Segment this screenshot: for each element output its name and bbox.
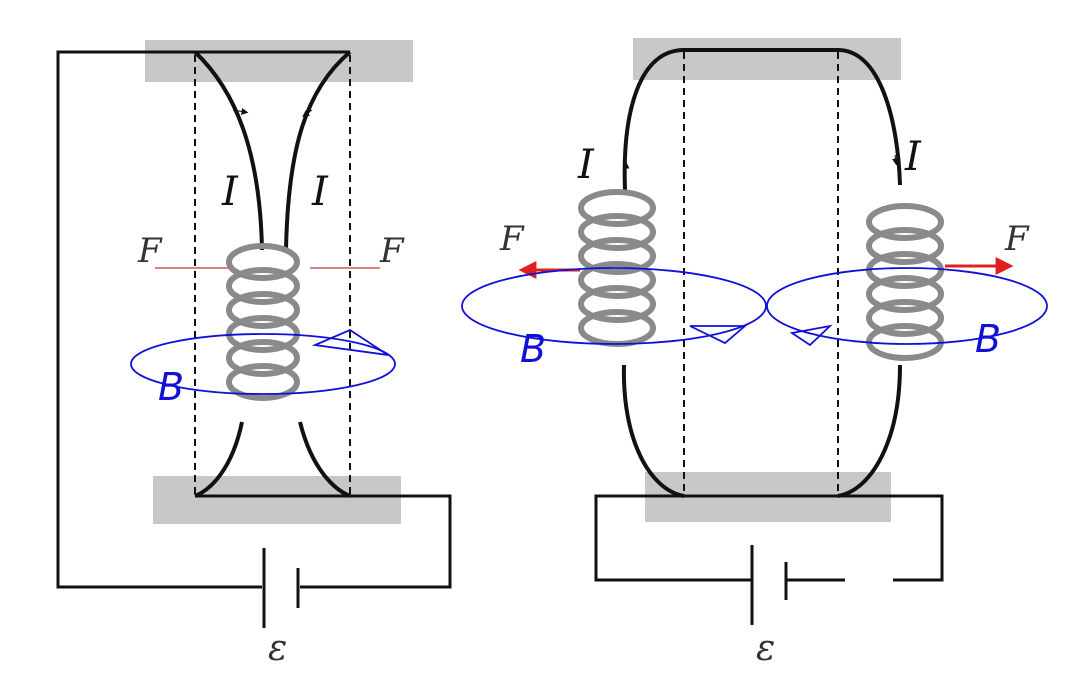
bottom-plate bbox=[153, 476, 401, 524]
top-plate bbox=[633, 38, 901, 80]
current-wire-right bbox=[284, 50, 352, 251]
field-label-left: B bbox=[520, 327, 546, 371]
current-wire-lower-right bbox=[837, 364, 902, 498]
current-wire-lower-left bbox=[621, 364, 685, 498]
current-arrow-right bbox=[892, 154, 899, 166]
force-label-left: F bbox=[137, 231, 163, 271]
return-wire bbox=[300, 494, 452, 589]
top-plate bbox=[145, 40, 413, 82]
current-wire-bottom-right bbox=[298, 421, 351, 498]
field-label: B bbox=[158, 365, 184, 409]
current-arrow-left bbox=[232, 107, 249, 115]
current-label-right: I bbox=[904, 134, 922, 180]
current-label-left: I bbox=[221, 169, 239, 215]
spring-left bbox=[226, 243, 300, 401]
force-label-right: F bbox=[1004, 219, 1030, 259]
force-label-right: F bbox=[379, 231, 405, 271]
current-label-right: I bbox=[311, 169, 329, 215]
field-loop-right bbox=[766, 267, 1048, 345]
field-label-right: B bbox=[975, 317, 1001, 361]
right-panel: I I F F B B ε bbox=[461, 38, 1048, 669]
spring-left bbox=[578, 189, 656, 347]
circuit-wire-left bbox=[594, 494, 752, 582]
field-loop-left bbox=[461, 267, 767, 345]
emf-label: ε bbox=[756, 628, 775, 669]
spring-right bbox=[866, 203, 944, 361]
force-label-left: F bbox=[499, 219, 525, 259]
emf-label: ε bbox=[268, 628, 287, 669]
current-arrow-right bbox=[302, 109, 313, 118]
current-wire-bottom-left bbox=[194, 421, 244, 498]
field-arrow bbox=[311, 328, 389, 356]
field-arrow-left bbox=[689, 325, 748, 345]
current-wire-left bbox=[193, 50, 264, 251]
left-panel: I I F F B ε bbox=[56, 40, 452, 669]
circuit-wire-right bbox=[838, 494, 944, 582]
circuit-wire bbox=[56, 50, 262, 589]
field-arrow-right bbox=[789, 324, 833, 347]
current-label-left: I bbox=[577, 142, 595, 188]
field-loop bbox=[130, 333, 396, 395]
